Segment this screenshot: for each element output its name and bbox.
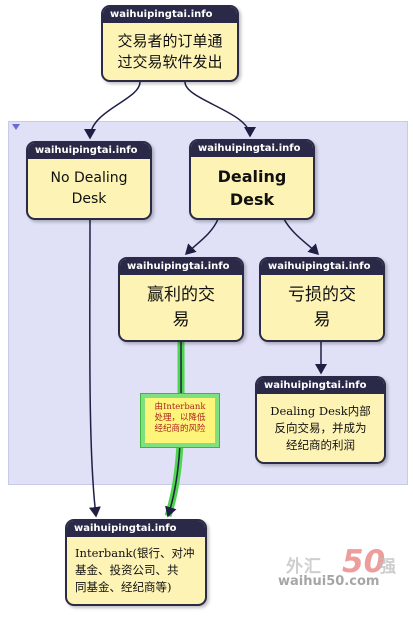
node-text: 赢利的交 易 [120,275,242,340]
node-label: 亏损的交 易 [288,284,356,330]
edge-dd-to-profit [184,218,219,256]
node-header: waihuipingtai.info [261,259,383,275]
node-dealing-desk[interactable]: waihuipingtai.info Dealing Desk [189,139,315,220]
node-interbank[interactable]: waihuipingtai.info Interbank(银行、对冲 基金、投资… [65,519,207,606]
node-label: 赢利的交 易 [147,284,215,330]
edge-dd-to-loss [283,218,320,256]
node-label: Dealing Desk内部 反向交易，并成为 经纪商的利润 [270,403,371,452]
node-header: waihuipingtai.info [67,521,205,537]
node-text: 交易者的订单通 过交易软件发出 [103,23,237,80]
node-header: waihuipingtai.info [257,378,384,394]
node-text: Dealing Desk [191,157,313,218]
node-header: waihuipingtai.info [28,143,150,159]
node-label: 交易者的订单通 过交易软件发出 [117,31,223,71]
watermark-domain: waihui50.com [278,574,380,589]
edge-start-to-nodd [84,81,141,140]
note-text: 由Interbank 处理，以降低 经纪商的风险 [154,402,206,434]
node-text: Dealing Desk内部 反向交易，并成为 经纪商的利润 [257,394,384,462]
node-text: 亏损的交 易 [261,275,383,340]
edge-annotation-note: 由Interbank 处理，以降低 经纪商的风险 [140,393,220,448]
watermark-logo: 外汇 50 强 waihui50.com [278,544,398,592]
node-label: Interbank(银行、对冲 基金、投资公司、共 同基金、经纪商等) [75,546,195,594]
watermark-number: 50 [342,544,386,580]
node-no-dealing-desk[interactable]: waihuipingtai.info No Dealing Desk [26,141,152,220]
node-header: waihuipingtai.info [120,259,242,275]
collapse-toggle-icon[interactable] [12,124,20,130]
node-order-submission[interactable]: waihuipingtai.info 交易者的订单通 过交易软件发出 [101,5,239,82]
node-header: waihuipingtai.info [103,7,237,23]
watermark-cn-right: 强 [379,557,396,577]
node-label: Dealing Desk [217,166,287,209]
node-label: No Dealing Desk [50,169,128,207]
edge-nodd-to-interbank [88,219,101,518]
node-header: waihuipingtai.info [191,141,313,157]
node-profitable-trades[interactable]: waihuipingtai.info 赢利的交 易 [118,257,244,342]
node-text: Interbank(银行、对冲 基金、投资公司、共 同基金、经纪商等) [67,537,205,604]
edge-start-to-dd [184,81,256,138]
node-internal-reversal[interactable]: waihuipingtai.info Dealing Desk内部 反向交易，并… [255,376,386,464]
watermark-cn-left: 外汇 [286,557,322,577]
node-text: No Dealing Desk [28,159,150,218]
node-losing-trades[interactable]: waihuipingtai.info 亏损的交 易 [259,257,385,342]
